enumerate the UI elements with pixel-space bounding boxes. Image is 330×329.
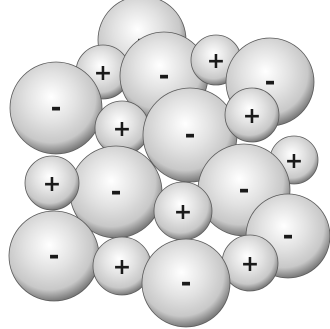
cation-charge-label: + bbox=[94, 61, 112, 86]
cation-sphere: + bbox=[25, 156, 79, 210]
cation-charge-label: + bbox=[113, 255, 131, 280]
cation-charge-label: + bbox=[243, 104, 261, 129]
cation-charge-label: + bbox=[43, 172, 61, 197]
cation-charge-label: + bbox=[207, 49, 225, 74]
anion-sphere: - bbox=[9, 211, 99, 301]
anion-charge-label: - bbox=[283, 221, 294, 251]
cation-charge-label: + bbox=[174, 200, 192, 225]
anion-sphere: - bbox=[142, 239, 230, 327]
cation-charge-label: + bbox=[285, 149, 303, 174]
cation-sphere: + bbox=[222, 235, 278, 291]
anion-charge-label: - bbox=[111, 177, 122, 207]
anion-sphere: - bbox=[10, 62, 102, 154]
anion-charge-label: - bbox=[185, 120, 196, 150]
cation-charge-label: + bbox=[113, 117, 131, 142]
anion-charge-label: - bbox=[49, 241, 60, 271]
anion-charge-label: - bbox=[181, 268, 192, 298]
anion-charge-label: - bbox=[159, 61, 170, 91]
anion-charge-label: - bbox=[239, 175, 250, 205]
anion-charge-label: - bbox=[51, 93, 62, 123]
cation-sphere: + bbox=[225, 88, 279, 142]
cation-sphere: + bbox=[154, 182, 212, 240]
cation-charge-label: + bbox=[241, 252, 259, 277]
